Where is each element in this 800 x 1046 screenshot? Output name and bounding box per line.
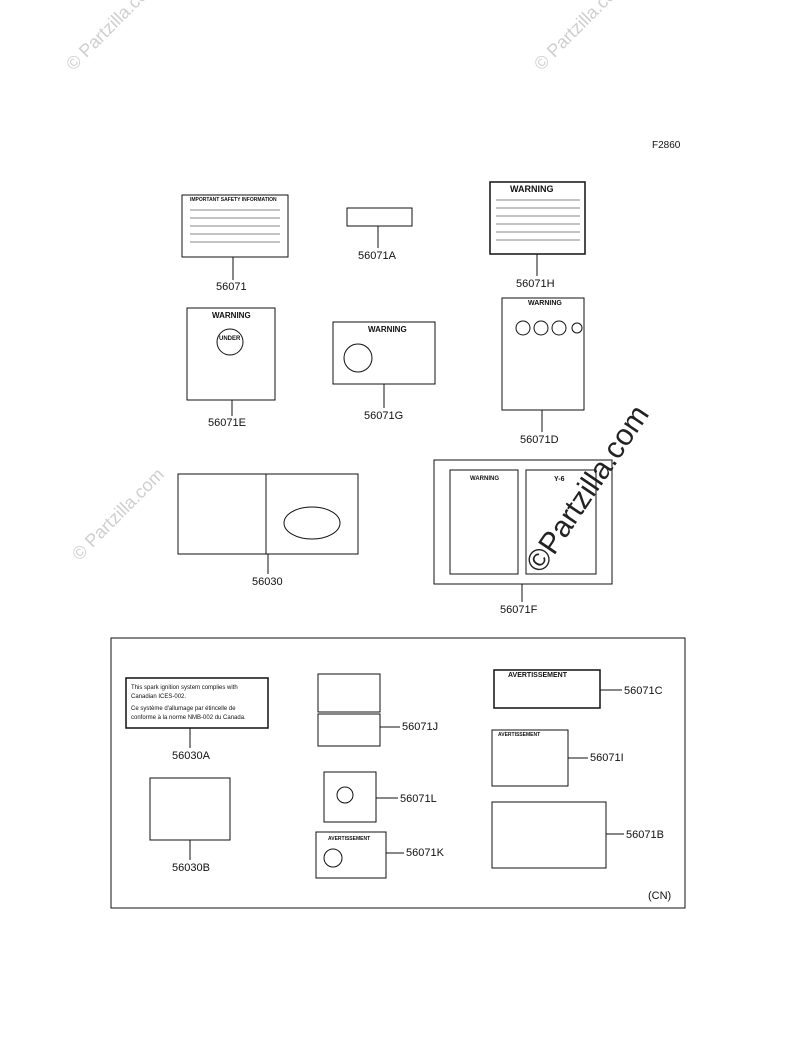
part-label-56071f[interactable]: 56071F <box>500 604 538 616</box>
part-label-56030a[interactable]: 56030A <box>172 750 210 762</box>
part-label-56071[interactable]: 56071 <box>216 281 247 293</box>
decal-heading: WARNING <box>212 311 251 320</box>
decal-text: Ce système d'allumage par étincelle de <box>131 706 236 712</box>
part-label-56030b[interactable]: 56030B <box>172 862 210 874</box>
part-label-56030[interactable]: 56030 <box>252 576 283 588</box>
decal-heading: Y-6 <box>554 476 565 483</box>
part-label-56071k[interactable]: 56071K <box>406 847 444 859</box>
decal-text: conforme à la norme NMB-002 du Canada. <box>131 715 246 721</box>
part-label-56071c[interactable]: 56071C <box>624 685 663 697</box>
region-code: (CN) <box>648 890 672 902</box>
figure-id: F2860 <box>652 140 681 151</box>
decal-heading: WARNING <box>510 184 554 194</box>
part-label-56071i[interactable]: 56071I <box>590 752 624 764</box>
decal-heading: AVERTISSEMENT <box>328 836 371 842</box>
decal-heading: WARNING <box>528 300 562 307</box>
part-label-56071d[interactable]: 56071D <box>520 434 559 446</box>
part-label-56071h[interactable]: 56071H <box>516 278 555 290</box>
part-label-56071l[interactable]: 56071L <box>400 793 437 805</box>
part-label-56071b[interactable]: 56071B <box>626 829 664 841</box>
decal-heading: AVERTISSEMENT <box>508 672 567 679</box>
decal-heading: UNDER <box>219 336 241 342</box>
part-label-56071j[interactable]: 56071J <box>402 721 439 733</box>
decal-heading: WARNING <box>470 476 499 482</box>
decal-heading: WARNING <box>368 325 407 334</box>
part-label-56071g[interactable]: 56071G <box>364 410 404 422</box>
decal-heading: AVERTISSEMENT <box>498 732 541 738</box>
decal-heading: IMPORTANT SAFETY INFORMATION <box>190 197 277 203</box>
part-label-56071e[interactable]: 56071E <box>208 417 246 429</box>
decal-text: Canadian ICES-002. <box>131 694 187 700</box>
part-label-56071a[interactable]: 56071A <box>358 250 396 262</box>
decal-text: This spark ignition system complies with <box>131 685 238 691</box>
